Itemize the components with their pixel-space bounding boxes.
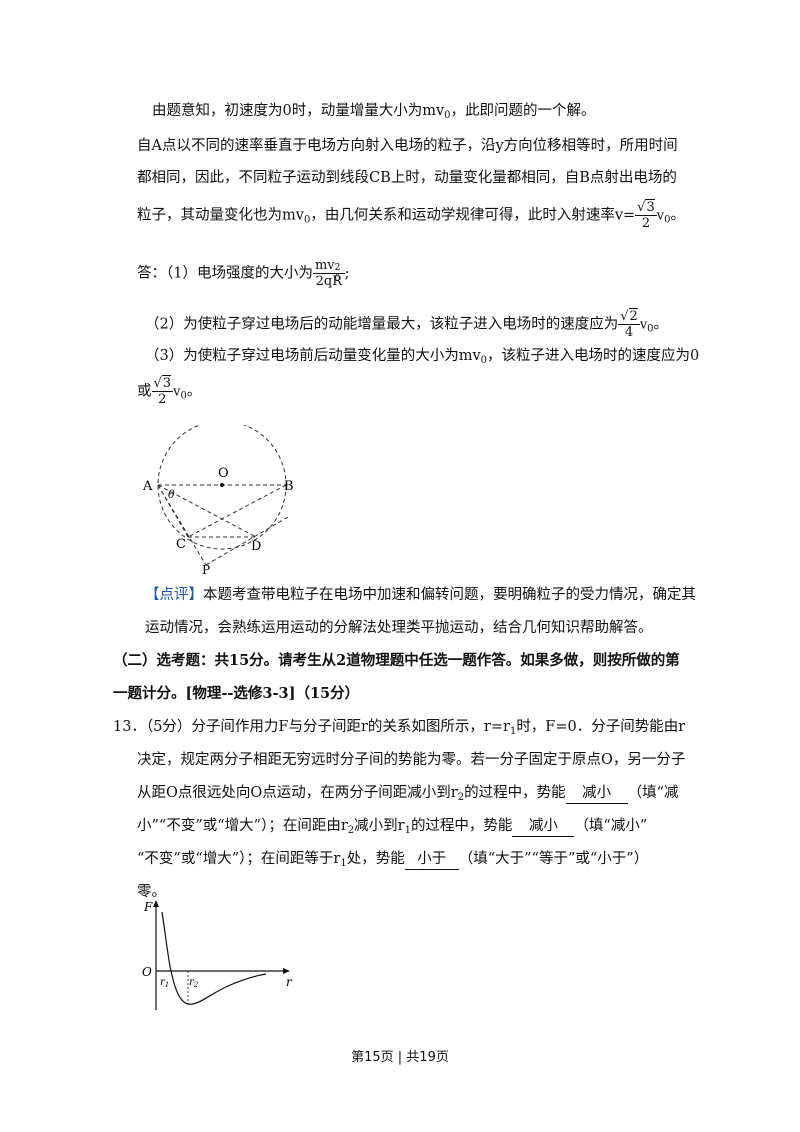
line-ap	[157, 484, 207, 566]
graph-label-r1: r1	[160, 977, 169, 989]
paragraph-2-line-1: 自A点以不同的速率垂直于电场方向射入电场的粒子，沿y方向位移相等时，所用时间	[137, 138, 678, 154]
comment-line-2: 运动情况，会熟练运用运动的分解法处理类平抛运动，结合几何知识帮助解答。	[145, 620, 653, 636]
question-13-line-6: 零。	[137, 884, 166, 900]
question-13-line-5: “不变”或“增大”）；在间距等于r1处，势能小于（填“大于”“等于”或“小于”）	[137, 849, 649, 870]
question-13-line-2: 决定，规定两分子相距无穷远时分子间的势能为零。若一分子固定于原点O，另一分子	[137, 752, 686, 768]
label-o: O	[218, 466, 229, 481]
force-distance-graph: F O r r1 r2	[142, 900, 293, 1010]
label-c: C	[176, 537, 186, 552]
comment-line-1: 【点评】本题考查带电粒子在电场中加速和偏转问题，要明确粒子的受力情况，确定其	[145, 587, 696, 603]
answer-blank-1: 减小	[565, 783, 628, 804]
question-13-line-1: 13．（5分）分子间作用力F与分子间距r的关系如图所示，r=r1时，F=0．分子…	[113, 719, 686, 737]
r-axis-arrow	[283, 968, 290, 974]
force-curve	[161, 911, 267, 1005]
question-13-line-3: 从距O点很远处向O点运动，在两分子间距减小到r2的过程中，势能减小（填“减	[137, 783, 679, 804]
answer-blank-3: 小于	[404, 849, 459, 870]
label-d: D	[251, 539, 261, 554]
center-dot	[220, 483, 224, 487]
label-theta: θ	[168, 488, 175, 501]
label-b: B	[284, 479, 294, 494]
line-bc	[187, 484, 287, 538]
f-axis-arrow	[153, 900, 159, 907]
graph-label-r: r	[286, 975, 293, 989]
line-ad	[157, 484, 257, 538]
question-13-line-4: 小”“不变”或“增大”）；在间距由r2减小到r1的过程中，势能减小（填“减小”	[137, 816, 648, 837]
line-pd-extended	[205, 516, 289, 566]
section-heading-line-2: 一题计分。[物理--选修3-3]（15分）	[113, 685, 360, 702]
label-a: A	[142, 479, 153, 494]
paragraph-2-line-2: 都相同，因此，不同粒子运动到线段CB上时，动量变化量都相同，自B点射出电场的	[137, 170, 677, 186]
circle-diagram: O A B C D P θ	[142, 425, 294, 575]
paragraph-1: 由题意知，初速度为0时，动量增量大小为mv0，此即问题的一个解。	[152, 103, 596, 121]
graph-label-o: O	[142, 965, 152, 979]
graph-label-r2: r2	[189, 977, 199, 989]
comment-tag: 【点评】	[145, 587, 203, 603]
label-p: P	[202, 563, 210, 575]
answer-3-line-1: （3）为使粒子穿过电场前后动量变化量的大小为mv0，该粒子进入电场时的速度应为0	[145, 348, 700, 366]
answer-blank-2: 减小	[512, 816, 575, 837]
page-footer: 第15页 | 共19页	[351, 1050, 449, 1065]
section-heading-line-1: （二）选考题：共15分。请考生从2道物理题中任选一题作答。如果多做，则按所做的第	[113, 652, 680, 669]
graph-label-f: F	[143, 900, 153, 914]
